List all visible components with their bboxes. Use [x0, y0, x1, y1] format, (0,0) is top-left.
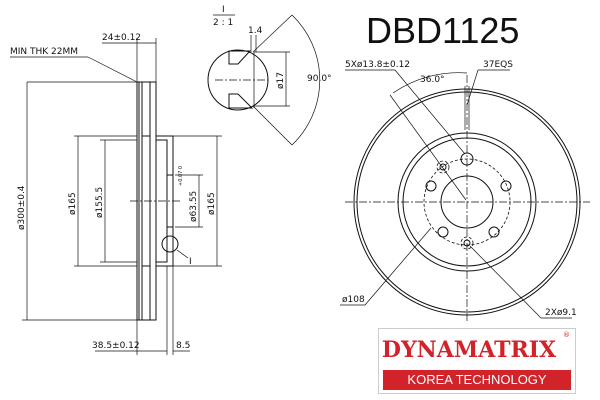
- min-thickness-note: MIN THK 22MM: [10, 47, 78, 57]
- side-view: I 24±0.12 MIN THK 22MM ø300±0.4 ø165 ø15…: [10, 33, 222, 355]
- inner-diameter-dim: ø155.5: [95, 187, 105, 218]
- part-number-title: DBD1125: [366, 10, 520, 51]
- detail-view: I 2 : 1 1.4 ø17 90.0°: [207, 5, 332, 146]
- bolt-holes: [425, 152, 512, 250]
- detail-scale: 2 : 1: [213, 18, 233, 28]
- countersink-angle-dim: 90.0°: [307, 74, 332, 84]
- hat-diameter-right-dim: ø165: [207, 192, 217, 215]
- pin-holes-dim: 2Xø9.1: [545, 308, 577, 318]
- center-bore-tolerance: +0.07 0: [178, 166, 184, 186]
- pcd-dim: ø108: [342, 295, 365, 305]
- thickness-dim: 24±0.12: [102, 33, 141, 43]
- hole-diameter-dim: ø17: [276, 72, 286, 89]
- detail-label: I: [222, 5, 225, 15]
- brand-logo: DYNAMATRIX ® KOREA TECHNOLOGY: [378, 328, 576, 394]
- brand-name: DYNAMATRIX: [381, 337, 557, 363]
- bolt-holes-dim: 5Xø13.8±0.12: [345, 60, 410, 70]
- vanes-count: 37EQS: [483, 60, 513, 70]
- outer-diameter-dim: ø300±0.4: [17, 185, 27, 230]
- hat-diameter-left-dim: ø165: [68, 192, 78, 215]
- center-bore-dim: ø63.55: [189, 191, 199, 222]
- offset-dim: 38.5±0.12: [92, 341, 140, 351]
- detail-marker-label: I: [189, 257, 192, 267]
- chamfer-dim: 1.4: [248, 26, 263, 36]
- registered-mark-icon: ®: [563, 331, 570, 339]
- front-view: 5Xø13.8±0.12 36.0° 37EQS ø108 2Xø9.1: [340, 60, 590, 322]
- hat-thickness-dim: 8.5: [176, 341, 190, 351]
- brand-tagline: KOREA TECHNOLOGY: [383, 370, 571, 390]
- bolt-angle-dim: 36.0°: [420, 75, 445, 85]
